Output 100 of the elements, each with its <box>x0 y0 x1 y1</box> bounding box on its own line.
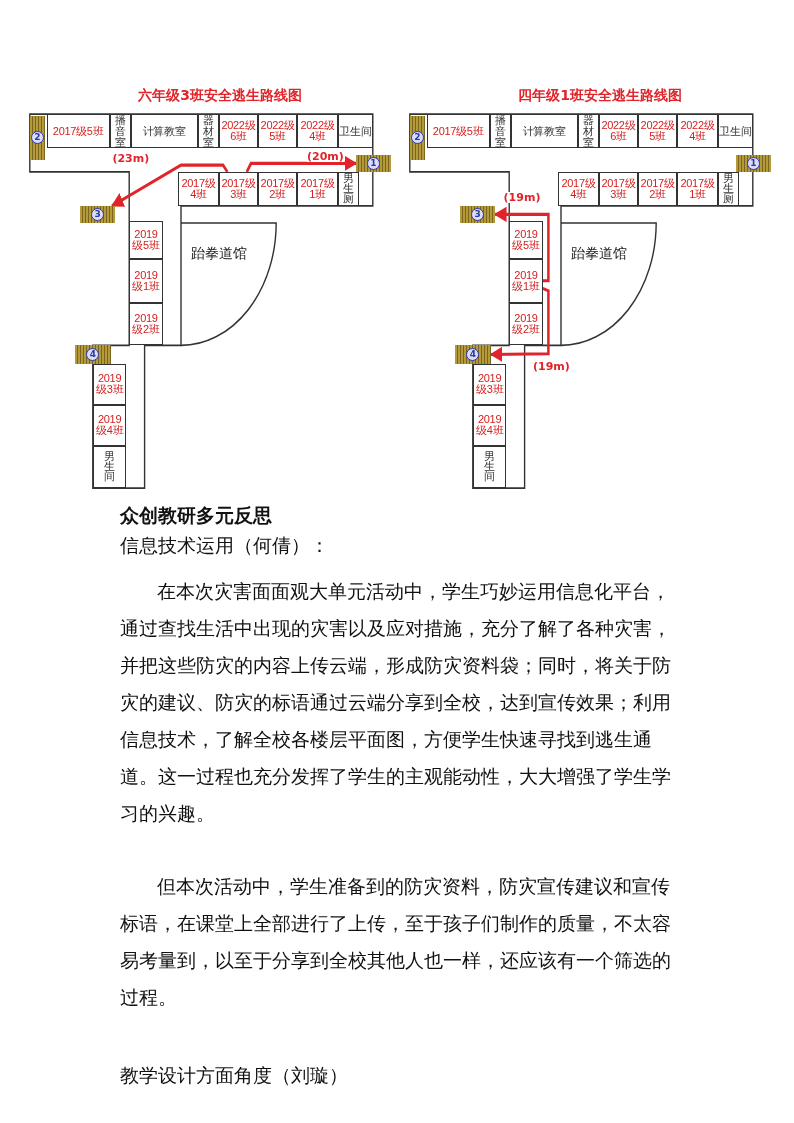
room-label: 卫生间 <box>339 125 372 137</box>
stair-block <box>74 345 111 364</box>
room-label: 2017级3班 <box>220 177 257 200</box>
room <box>509 258 543 303</box>
stair-block <box>460 205 496 223</box>
room-label: 卫生间 <box>719 125 752 137</box>
room-label: 2017级4班 <box>560 177 597 200</box>
stair-block <box>454 345 491 364</box>
stair-block <box>736 154 771 172</box>
room-label: 男生厕 <box>342 174 354 204</box>
escape-route-arrow <box>489 287 550 362</box>
exit-number: 1 <box>747 156 760 170</box>
gym-area <box>181 222 277 346</box>
room-label: 2022级5班 <box>639 120 676 143</box>
room <box>297 171 338 206</box>
room <box>129 258 163 303</box>
plan-title: 六年级3班安全逃生路线图 <box>137 87 303 105</box>
room-label: 器材室 <box>201 114 215 148</box>
room-label: 跆拳道馆 <box>571 244 627 263</box>
room-label: 2017级4班 <box>180 177 217 200</box>
room <box>297 114 338 149</box>
room-label: 播音室 <box>113 114 127 148</box>
room-label: 2017级1班 <box>299 177 336 200</box>
room-label: 2019级4班 <box>95 414 125 437</box>
room-label: 2019级1班 <box>511 269 541 292</box>
room-label: 计算教室 <box>142 125 186 137</box>
exit-number: 2 <box>411 131 424 145</box>
room <box>472 364 507 405</box>
room-label: 2019级2班 <box>131 313 161 336</box>
room <box>92 364 127 405</box>
subheading: 教学设计方面角度（刘璇） <box>120 1064 349 1088</box>
room <box>258 171 298 206</box>
room <box>426 114 490 149</box>
room-label: 男生间 <box>484 452 496 482</box>
room-label: 2017级2班 <box>259 177 296 200</box>
room <box>510 114 578 149</box>
room-label: 2022级6班 <box>600 120 637 143</box>
room-label: 2022级5班 <box>259 120 296 143</box>
exit-number: 4 <box>86 348 100 362</box>
room-label: 男生厕 <box>722 174 734 204</box>
room <box>677 114 718 149</box>
room <box>717 171 739 206</box>
room-label: 播音室 <box>493 114 507 148</box>
room <box>178 171 219 206</box>
room-label: 2019级5班 <box>511 228 541 251</box>
plan-title: 四年级1班安全逃生路线图 <box>517 87 683 105</box>
exit-number: 3 <box>471 207 485 221</box>
room <box>598 171 638 206</box>
room-label: 男生间 <box>104 452 116 482</box>
exit-number: 4 <box>466 348 480 362</box>
exit-number: 3 <box>91 207 105 221</box>
room-label: 2019级5班 <box>131 228 161 251</box>
room <box>130 114 198 149</box>
room-label: 器材室 <box>581 114 595 148</box>
room-label: 2017级3班 <box>600 177 637 200</box>
section-heading: 众创教研多元反思 <box>120 504 273 528</box>
room-label: 2022级6班 <box>220 120 257 143</box>
room <box>337 114 373 149</box>
exit-number: 2 <box>31 131 44 145</box>
room <box>509 302 543 346</box>
room-label: 2019级2班 <box>511 313 541 336</box>
paragraph: 但本次活动中，学生准备到的防灾资料，防灾宣传建议和宣传标语，在课堂上全部进行了上传，至于孩子们制作的质量，不太容易考量到，以至于分享到全校其他人也一样，还应该有一个筛选的过程。 <box>120 875 672 1010</box>
exit-number: 1 <box>367 156 380 170</box>
room-label: 2019级3班 <box>475 373 505 396</box>
room <box>46 114 110 149</box>
room-label: 2017级5班 <box>52 125 104 137</box>
room-label: 跆拳道馆 <box>191 244 247 263</box>
escape-route-arrow <box>110 163 229 208</box>
paragraph: 在本次灾害面面观大单元活动中，学生巧妙运用信息化平台，通过查找生活中出现的灾害以及应对措施，充分了解了各种灾害，并把这些防灾的内容上传云端，形成防灾资料袋；同时，将关于防灾的建议、防灾的标语通过云端分享到全校，达到宣传效果；利用信息技术，了解全校各楼层平面图，方便学生快速寻找到逃生通道。这一过程也充分发挥了学生的主观能动性，大大增强了学生学习的兴趣。 <box>120 580 672 826</box>
room-label: 2022级4班 <box>299 120 336 143</box>
room <box>638 114 678 149</box>
room <box>218 171 258 206</box>
subheading: 信息技术运用（何倩）： <box>120 534 330 558</box>
room <box>337 171 359 206</box>
room <box>129 221 163 259</box>
stair-block <box>80 205 116 223</box>
gym-area <box>561 222 657 346</box>
distance-label: (20m) <box>307 150 344 162</box>
room <box>558 171 599 206</box>
stair-block <box>356 154 391 172</box>
room <box>509 221 543 259</box>
room-label: 2019级1班 <box>131 269 161 292</box>
room-label: 2022级4班 <box>679 120 716 143</box>
room <box>717 114 753 149</box>
distance-label: (23m) <box>112 153 150 165</box>
room <box>638 171 678 206</box>
room-label: 2019级4班 <box>475 414 505 437</box>
distance-label: (19m) <box>533 360 570 372</box>
room <box>598 114 638 149</box>
room <box>218 114 258 149</box>
room <box>129 302 163 346</box>
room-label: 2019级3班 <box>95 373 125 396</box>
room-label: 2017级1班 <box>679 177 716 200</box>
room <box>677 171 718 206</box>
room-label: 2017级5班 <box>432 125 484 137</box>
room <box>258 114 298 149</box>
room-label: 计算教室 <box>522 125 566 137</box>
escape-route-arrow <box>245 156 358 173</box>
room-label: 2017级2班 <box>639 177 676 200</box>
distance-label: (19m) <box>503 192 541 204</box>
